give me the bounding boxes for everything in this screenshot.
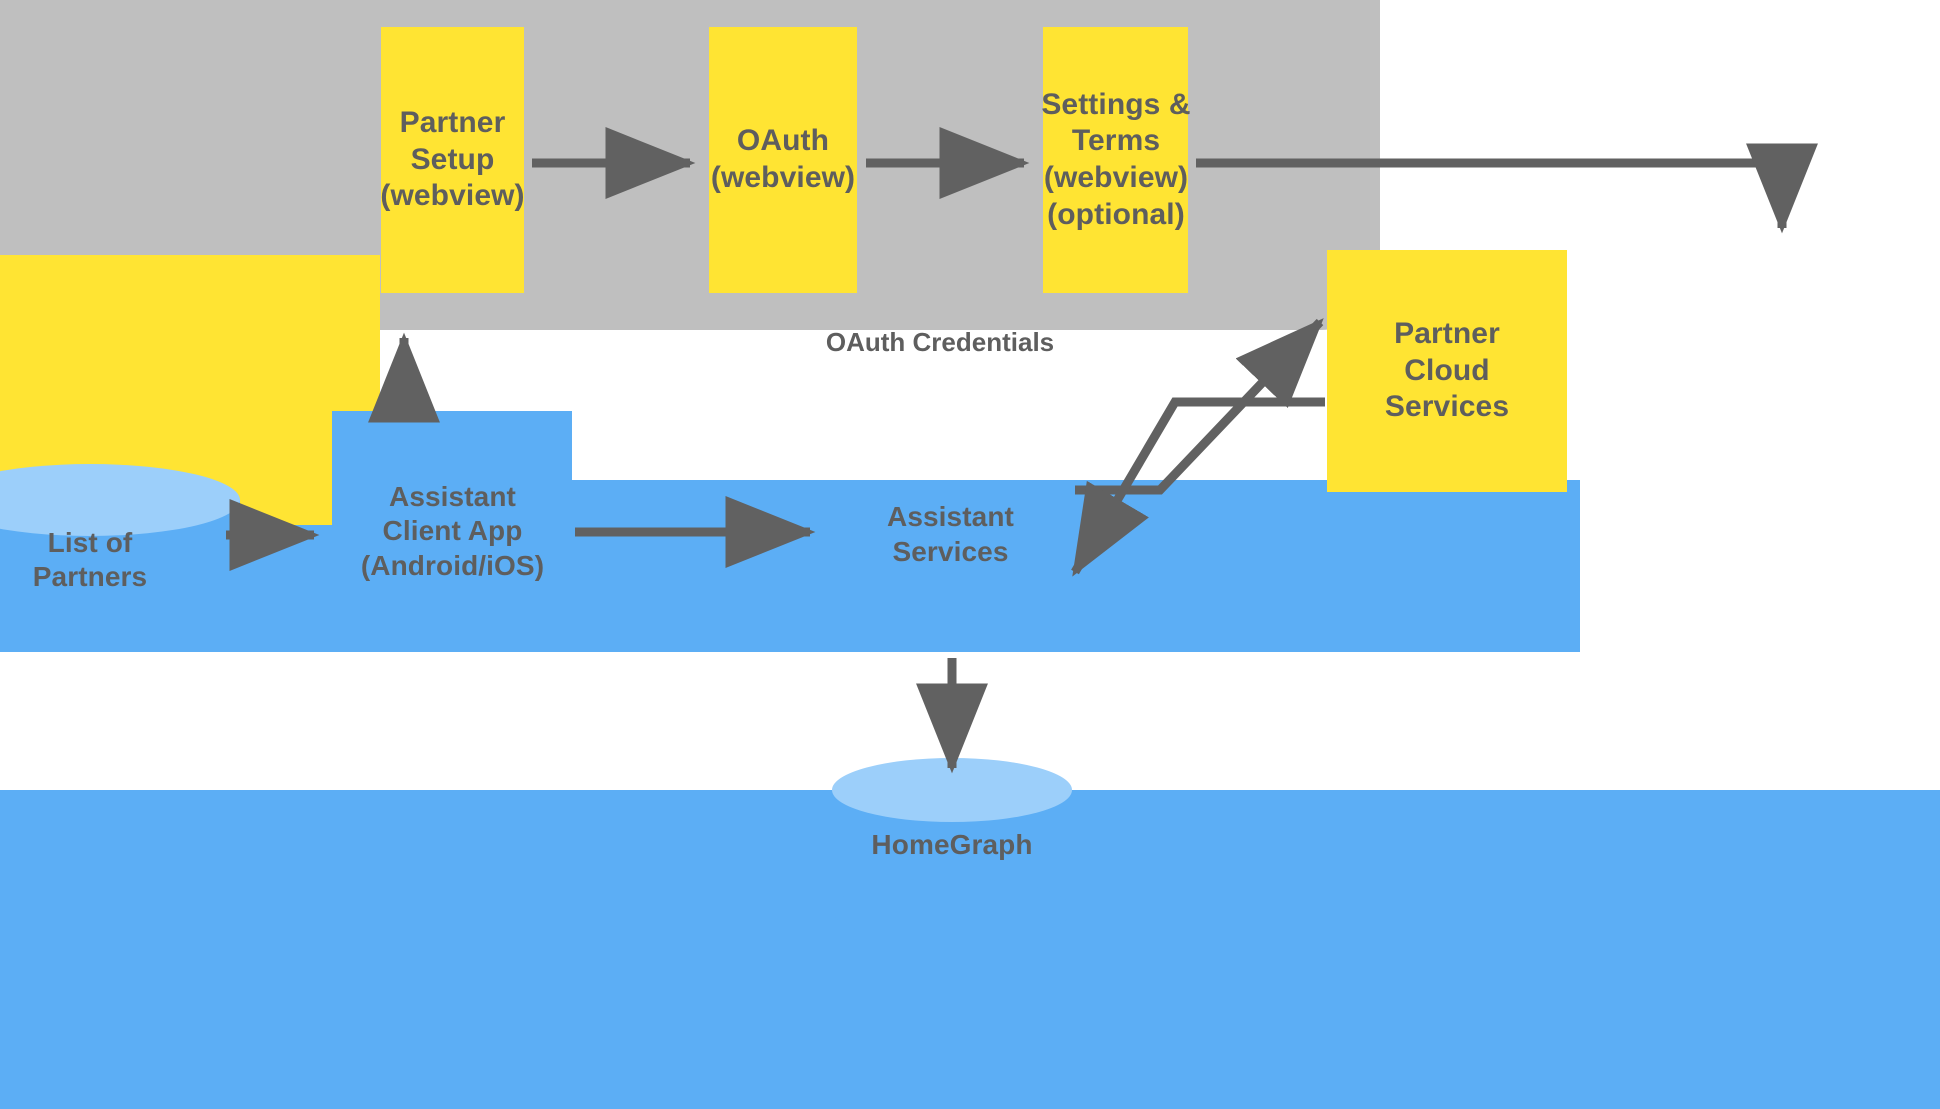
assistant-client-app-box xyxy=(332,411,572,652)
partner-setup-box xyxy=(381,27,524,293)
settings-terms-box xyxy=(1043,27,1188,293)
oauth-box xyxy=(709,27,857,293)
homegraph-cylinder xyxy=(832,758,1072,942)
partner-cloud-services-box xyxy=(1327,250,1567,492)
edge-settings-to-cloud xyxy=(1196,143,1818,234)
edge-cloud-to-services xyxy=(1071,397,1325,577)
list-of-partners-cylinder xyxy=(0,464,240,646)
